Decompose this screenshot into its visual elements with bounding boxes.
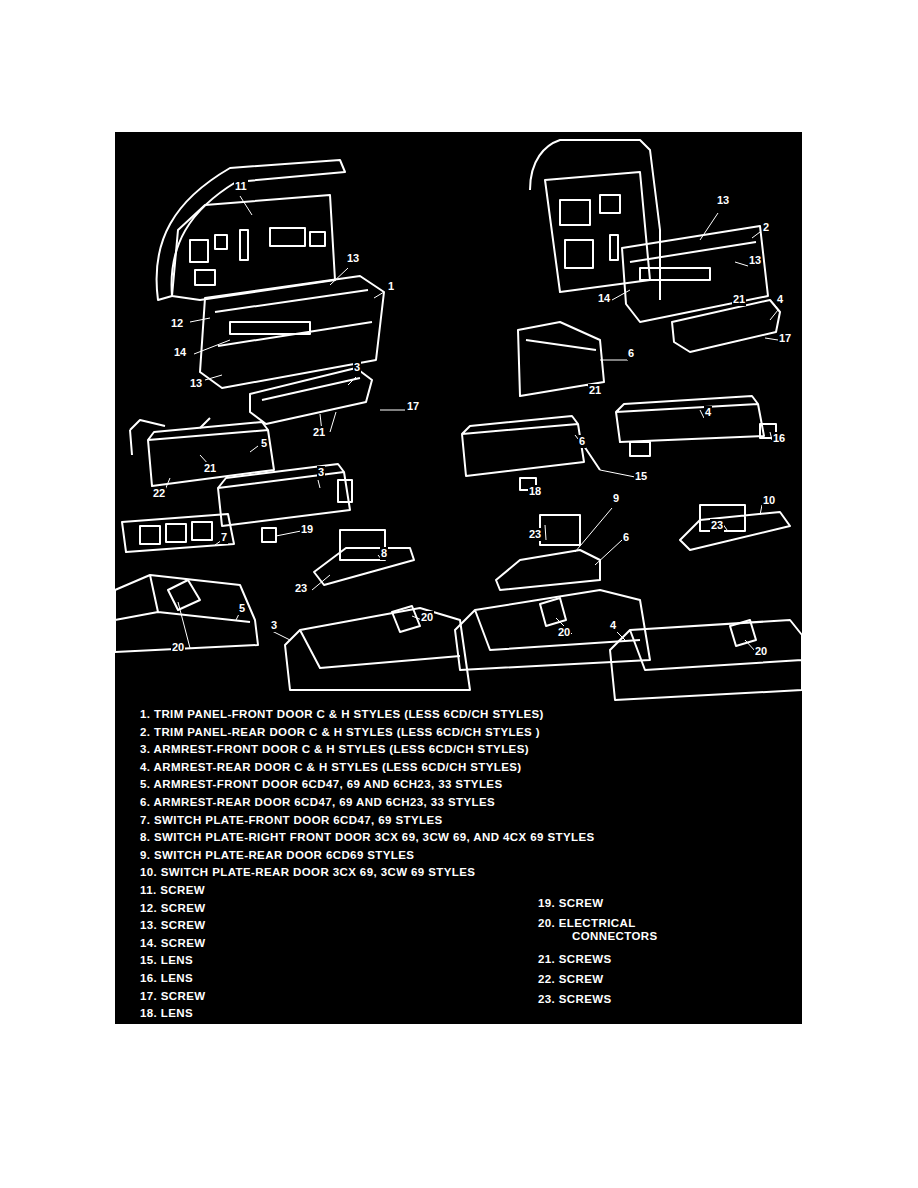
callout-number: 13 xyxy=(189,377,203,390)
key-entry: 12. SCREW xyxy=(140,902,206,915)
callout-number: 1 xyxy=(387,280,395,293)
key-entry: 4. ARMREST-REAR DOOR C & H STYLES (LESS … xyxy=(140,761,522,774)
key-entry: 6. ARMREST-REAR DOOR 6CD47, 69 AND 6CH23… xyxy=(140,796,495,809)
callout-number: 21 xyxy=(312,426,326,439)
callout-number: 17 xyxy=(406,400,420,413)
key-entry: 14. SCREW xyxy=(140,937,206,950)
key-entry: 18. LENS xyxy=(140,1007,193,1020)
key-entry: 20. ELECTRICAL CONNECTORS xyxy=(538,917,684,943)
key-entry: 11. SCREW xyxy=(140,884,205,897)
key-entry: 8. SWITCH PLATE-RIGHT FRONT DOOR 3CX 69,… xyxy=(140,831,595,844)
callout-number: 6 xyxy=(622,531,630,544)
callout-number: 20 xyxy=(420,611,434,624)
callout-number: 23 xyxy=(528,528,542,541)
callout-number: 5 xyxy=(238,602,246,615)
callout-number: 13 xyxy=(716,194,730,207)
callout-number: 18 xyxy=(528,485,542,498)
callout-number: 23 xyxy=(294,582,308,595)
callout-number: 3 xyxy=(317,466,325,479)
key-entry: 9. SWITCH PLATE-REAR DOOR 6CD69 STYLES xyxy=(140,849,414,862)
callout-number: 20 xyxy=(557,626,571,639)
callout-number: 14 xyxy=(597,292,611,305)
key-entry: 15. LENS xyxy=(140,954,193,967)
key-entry: 17. SCREW xyxy=(140,990,206,1003)
key-entry: 21. SCREWS xyxy=(538,953,612,966)
key-entry: 13. SCREW xyxy=(140,919,206,932)
callout-number: 7 xyxy=(220,531,228,544)
callout-number: 3 xyxy=(270,619,278,632)
callout-number: 20 xyxy=(171,641,185,654)
callout-number: 6 xyxy=(627,347,635,360)
key-entry: 1. TRIM PANEL-FRONT DOOR C & H STYLES (L… xyxy=(140,708,544,721)
callout-number: 11 xyxy=(234,180,248,193)
callout-number: 12 xyxy=(170,317,184,330)
key-entry: 19. SCREW xyxy=(538,897,604,910)
callout-number: 4 xyxy=(776,293,784,306)
callout-number: 21 xyxy=(588,384,602,397)
callout-number: 4 xyxy=(609,619,617,632)
callout-number: 15 xyxy=(634,470,648,483)
callout-number: 14 xyxy=(173,346,187,359)
callout-number: 13 xyxy=(748,254,762,267)
callout-number: 22 xyxy=(152,487,166,500)
key-entry: 7. SWITCH PLATE-FRONT DOOR 6CD47, 69 STY… xyxy=(140,814,443,827)
callout-number: 13 xyxy=(346,252,360,265)
callout-number: 6 xyxy=(578,435,586,448)
callout-number: 17 xyxy=(778,332,792,345)
leader-lines xyxy=(165,196,778,652)
callout-number: 10 xyxy=(762,494,776,507)
callout-number: 16 xyxy=(772,432,786,445)
callout-number: 5 xyxy=(260,437,268,450)
callout-number: 9 xyxy=(612,492,620,505)
key-entry: 23. SCREWS xyxy=(538,993,612,1006)
line-art xyxy=(115,140,802,700)
key-entry: 3. ARMREST-FRONT DOOR C & H STYLES (LESS… xyxy=(140,743,529,756)
callout-number: 4 xyxy=(704,406,712,419)
callout-number: 23 xyxy=(710,519,724,532)
key-entry: 2. TRIM PANEL-REAR DOOR C & H STYLES (LE… xyxy=(140,726,540,739)
key-entry: 10. SWITCH PLATE-REAR DOOR 3CX 69, 3CW 6… xyxy=(140,866,475,879)
callout-number: 20 xyxy=(754,645,768,658)
key-entry: 16. LENS xyxy=(140,972,193,985)
key-entry: 22. SCREW xyxy=(538,973,604,986)
callout-number: 19 xyxy=(300,523,314,536)
callout-number: 3 xyxy=(353,361,361,374)
black-ground xyxy=(115,132,802,1024)
callout-number: 2 xyxy=(762,221,770,234)
callout-number: 21 xyxy=(732,293,746,306)
callout-number: 21 xyxy=(203,462,217,475)
callout-number: 8 xyxy=(380,547,388,560)
key-entry: 5. ARMREST-FRONT DOOR 6CD47, 69 AND 6CH2… xyxy=(140,778,502,791)
